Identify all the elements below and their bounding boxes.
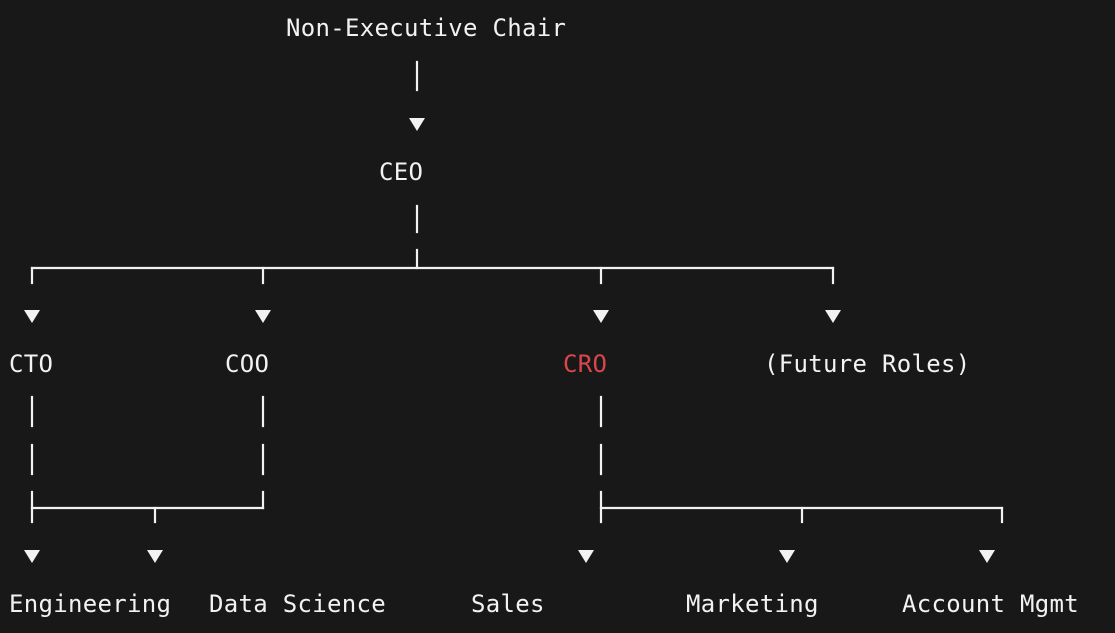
arrow-to-sales-icon	[578, 550, 594, 563]
node-marketing: Marketing	[686, 590, 819, 618]
arrow-to-ceo-icon	[409, 118, 425, 131]
arrow-to-future-roles-icon	[825, 310, 841, 323]
node-chair: Non-Executive Chair	[286, 14, 567, 42]
arrow-to-data-science-icon	[147, 550, 163, 563]
arrow-to-marketing-icon	[779, 550, 795, 563]
arrow-to-cro-icon	[593, 310, 609, 323]
arrow-to-cto-icon	[24, 310, 40, 323]
arrow-to-coo-icon	[255, 310, 271, 323]
node-ceo: CEO	[379, 158, 424, 186]
arrow-to-account-mgmt-icon	[979, 550, 995, 563]
node-coo: COO	[225, 350, 270, 378]
node-future-roles: (Future Roles)	[764, 350, 971, 378]
node-cro: CRO	[563, 350, 608, 378]
node-sales: Sales	[471, 590, 545, 618]
node-data-science: Data Science	[209, 590, 386, 618]
arrow-to-engineering-icon	[24, 550, 40, 563]
node-account-mgmt: Account Mgmt	[902, 590, 1079, 618]
node-cto: CTO	[9, 350, 54, 378]
node-engineering: Engineering	[9, 590, 172, 618]
